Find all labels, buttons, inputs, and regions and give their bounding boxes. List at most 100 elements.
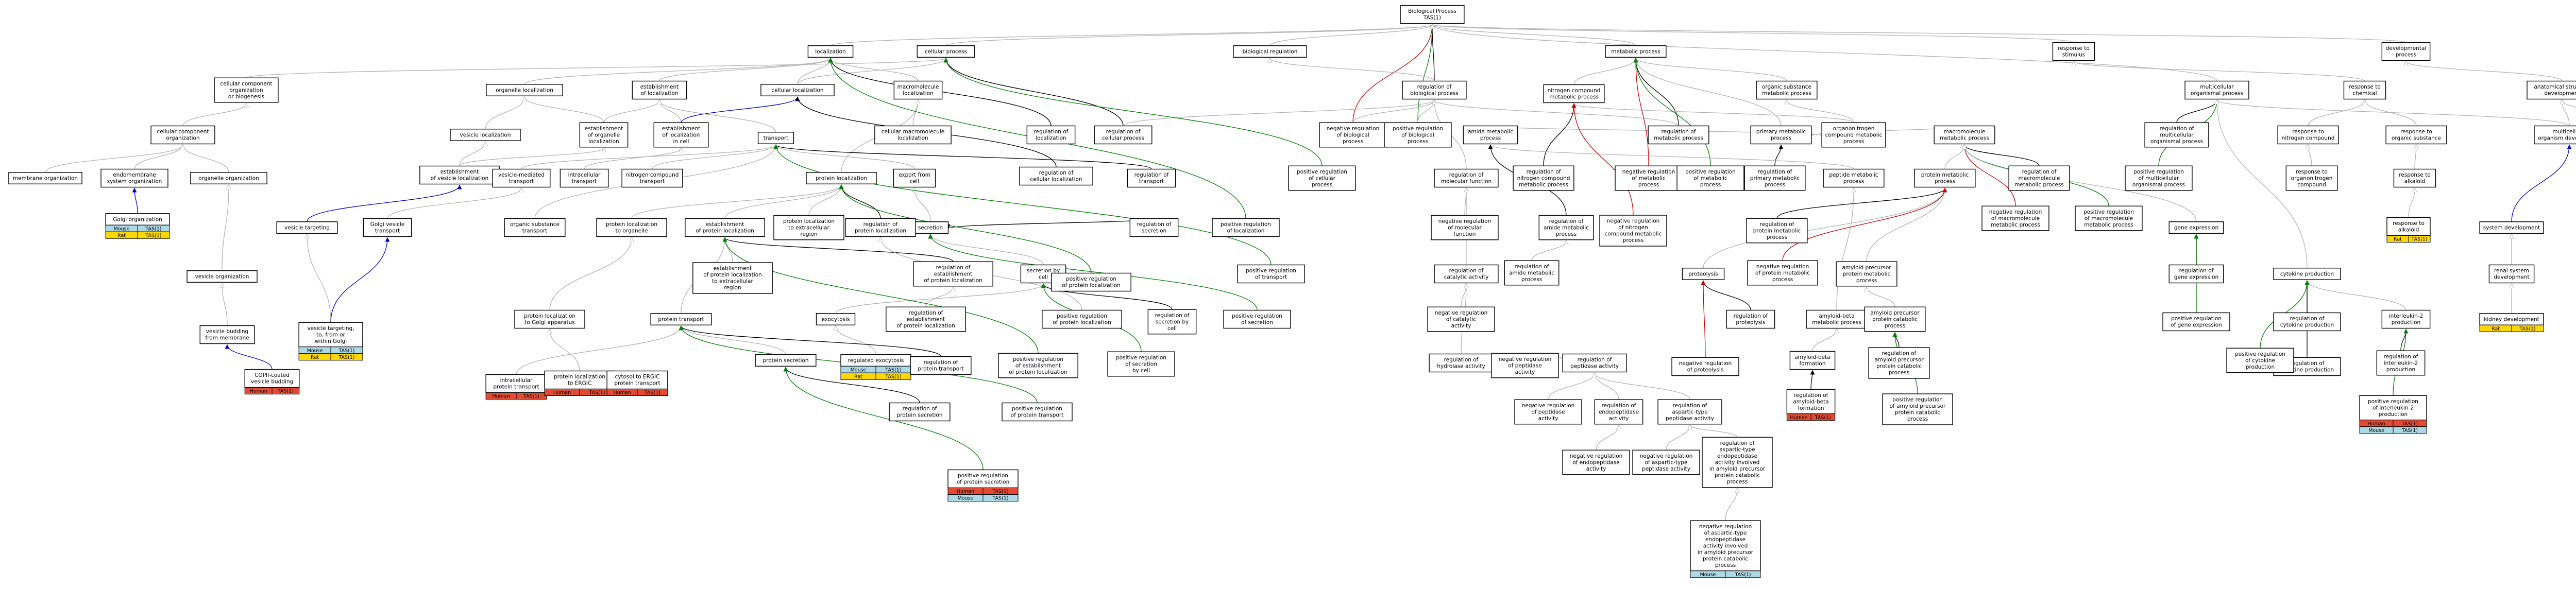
go-term-orgorg[interactable]: organelle organization [190,172,267,184]
go-term-regaspendo[interactable]: regulation ofaspartic-typeendopeptidasea… [1702,437,1773,488]
go-term-breg[interactable]: biological regulation [1233,45,1307,58]
go-term-geneexp[interactable]: gene expression [2168,221,2224,234]
go-term-vestarg[interactable]: vesicle targeting [276,221,338,234]
go-term-prottrans[interactable]: protein transport [650,313,712,325]
go-term-secretion[interactable]: secretion [912,221,949,234]
go-term-orgloc[interactable]: organelle localization [486,84,563,96]
go-term-proteolysis[interactable]: proteolysis [1682,268,1725,280]
go-term-vesloc[interactable]: vesicle localization [450,129,521,141]
go-term-exocytosis[interactable]: exocytosis [816,313,856,325]
go-term-cytoprod[interactable]: cytokine production [2273,268,2341,280]
go-term-sysdev[interactable]: system development [2479,221,2544,234]
go-term-vesorg[interactable]: vesicle organization [187,270,258,283]
go-term-memorg[interactable]: membrane organization [8,172,82,184]
go-term-loc[interactable]: localization [807,45,854,58]
go-term-cellloc[interactable]: cellular localization [760,84,835,96]
go-term-transport[interactable]: transport [757,132,794,144]
go-term-asd[interactable]: anatomical structuredevelopment [2527,80,2576,100]
